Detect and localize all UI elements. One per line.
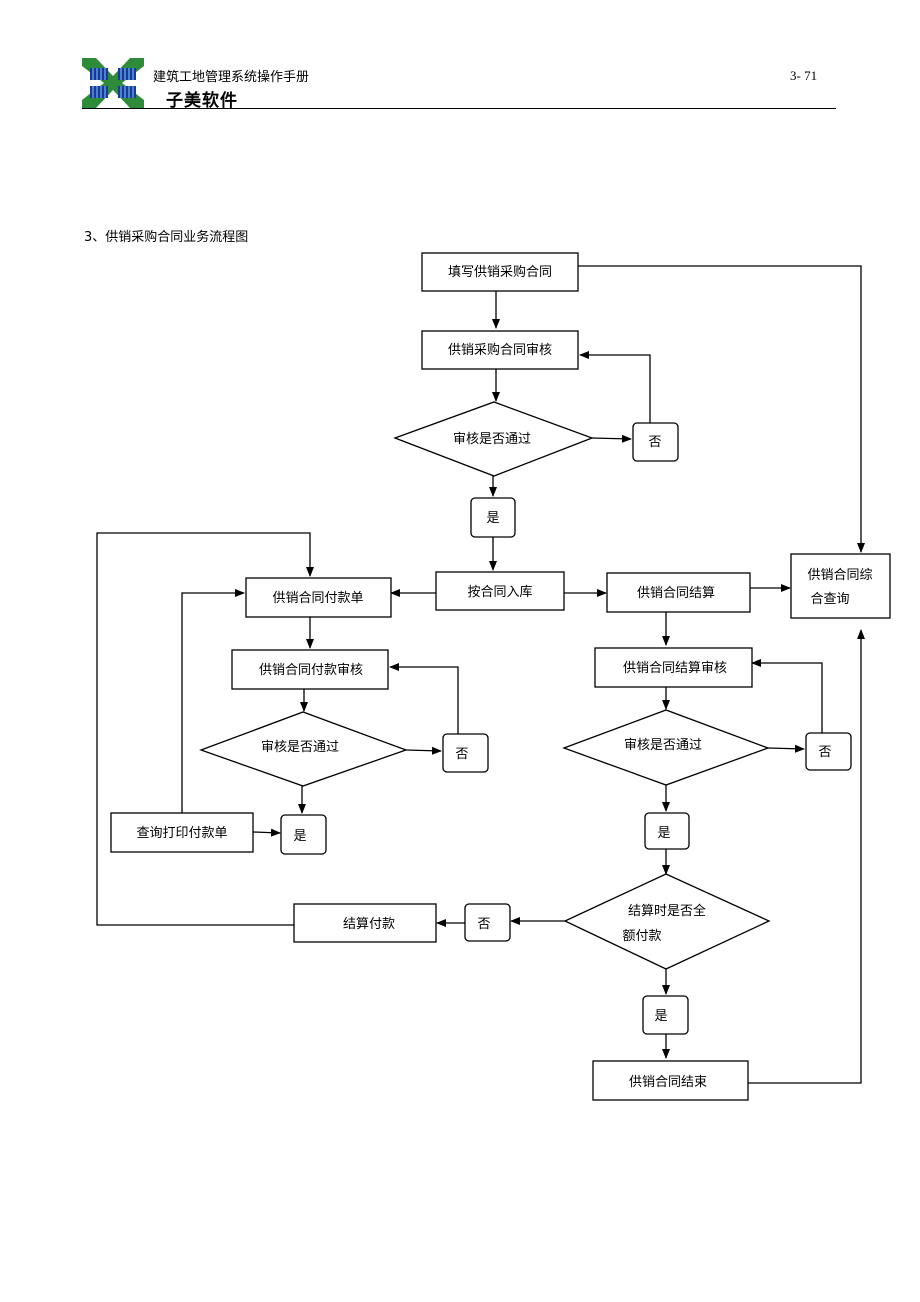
label-yes-2: 是 [293,829,306,844]
edge-fill-to-query [578,265,865,553]
edge-print-to-yes2 [252,828,281,837]
label-settlement: 供销合同结算 [637,586,715,601]
label-no-2: 否 [455,747,468,762]
label-fill-contract: 填写供销采购合同 [448,264,552,280]
label-full-pay-line2: 额付款 [622,929,661,944]
node-settlement-review [594,647,753,688]
node-query [790,553,891,619]
label-print-slip: 查询打印付款单 [136,826,227,841]
label-query-line2: 合查询 [810,592,849,607]
node-contract-end [592,1060,749,1101]
node-full-pay-decision [563,873,771,970]
label-no-3: 否 [818,745,831,760]
node-yes-1 [470,497,516,538]
node-yes-2 [280,814,327,855]
label-review-pass-3: 审核是否通过 [624,738,702,753]
node-no-3 [805,732,852,771]
node-no-2 [442,733,489,773]
node-stock-in [435,571,565,611]
edge-no3-loop [751,659,823,733]
section-title: 3、供销采购合同业务流程图 [84,230,249,245]
label-yes-3: 是 [657,826,670,841]
label-contract-end: 供销合同结束 [629,1075,707,1090]
node-payment-slip [245,577,392,618]
node-no-4 [464,903,511,942]
label-settlement-review: 供销合同结算审核 [623,661,727,676]
node-yes-3 [644,812,690,850]
edge-decision-to-no1 [591,434,632,443]
company-logo [82,58,144,108]
header-divider [82,108,836,109]
edge-decision2-to-no2 [405,746,442,755]
brand-name: 子美软件 [166,91,238,111]
label-payment-slip: 供销合同付款单 [272,591,363,606]
node-review-decision-2 [199,711,408,787]
label-query-line1: 供销合同综 [807,568,872,583]
edge-no2-loop [389,663,459,734]
node-review-decision-1 [393,401,594,477]
label-yes-1: 是 [486,511,499,526]
edge-no1-loop [579,351,651,423]
label-full-pay-line1: 结算时是否全 [628,903,706,919]
edge-decision3-to-no3 [767,744,805,753]
label-review-pass-2: 审核是否通过 [261,740,339,755]
edge-end-to-query [748,629,865,1084]
manual-title: 建筑工地管理系统操作手册 [153,70,310,85]
edge-print-loop [181,589,245,813]
label-review-pass-1: 审核是否通过 [453,432,531,447]
label-no-4: 否 [477,917,490,932]
node-yes-4 [642,995,689,1035]
node-contract-review [421,330,579,370]
node-fill-contract [421,252,579,292]
page-number: 3- 71 [790,68,818,83]
node-payment-review [231,649,389,690]
edge-settlepay-loop [96,532,314,926]
node-settle-pay [293,903,437,943]
label-contract-review: 供销采购合同审核 [448,342,552,358]
label-no-1: 否 [648,435,661,450]
label-yes-4: 是 [654,1009,667,1024]
node-no-1 [632,422,679,462]
label-stock-in: 按合同入库 [467,584,532,600]
node-print-slip [110,812,254,853]
node-settlement [606,572,751,613]
node-review-decision-3 [562,709,770,786]
label-settle-pay: 结算付款 [343,917,395,932]
label-payment-review: 供销合同付款审核 [259,663,363,678]
